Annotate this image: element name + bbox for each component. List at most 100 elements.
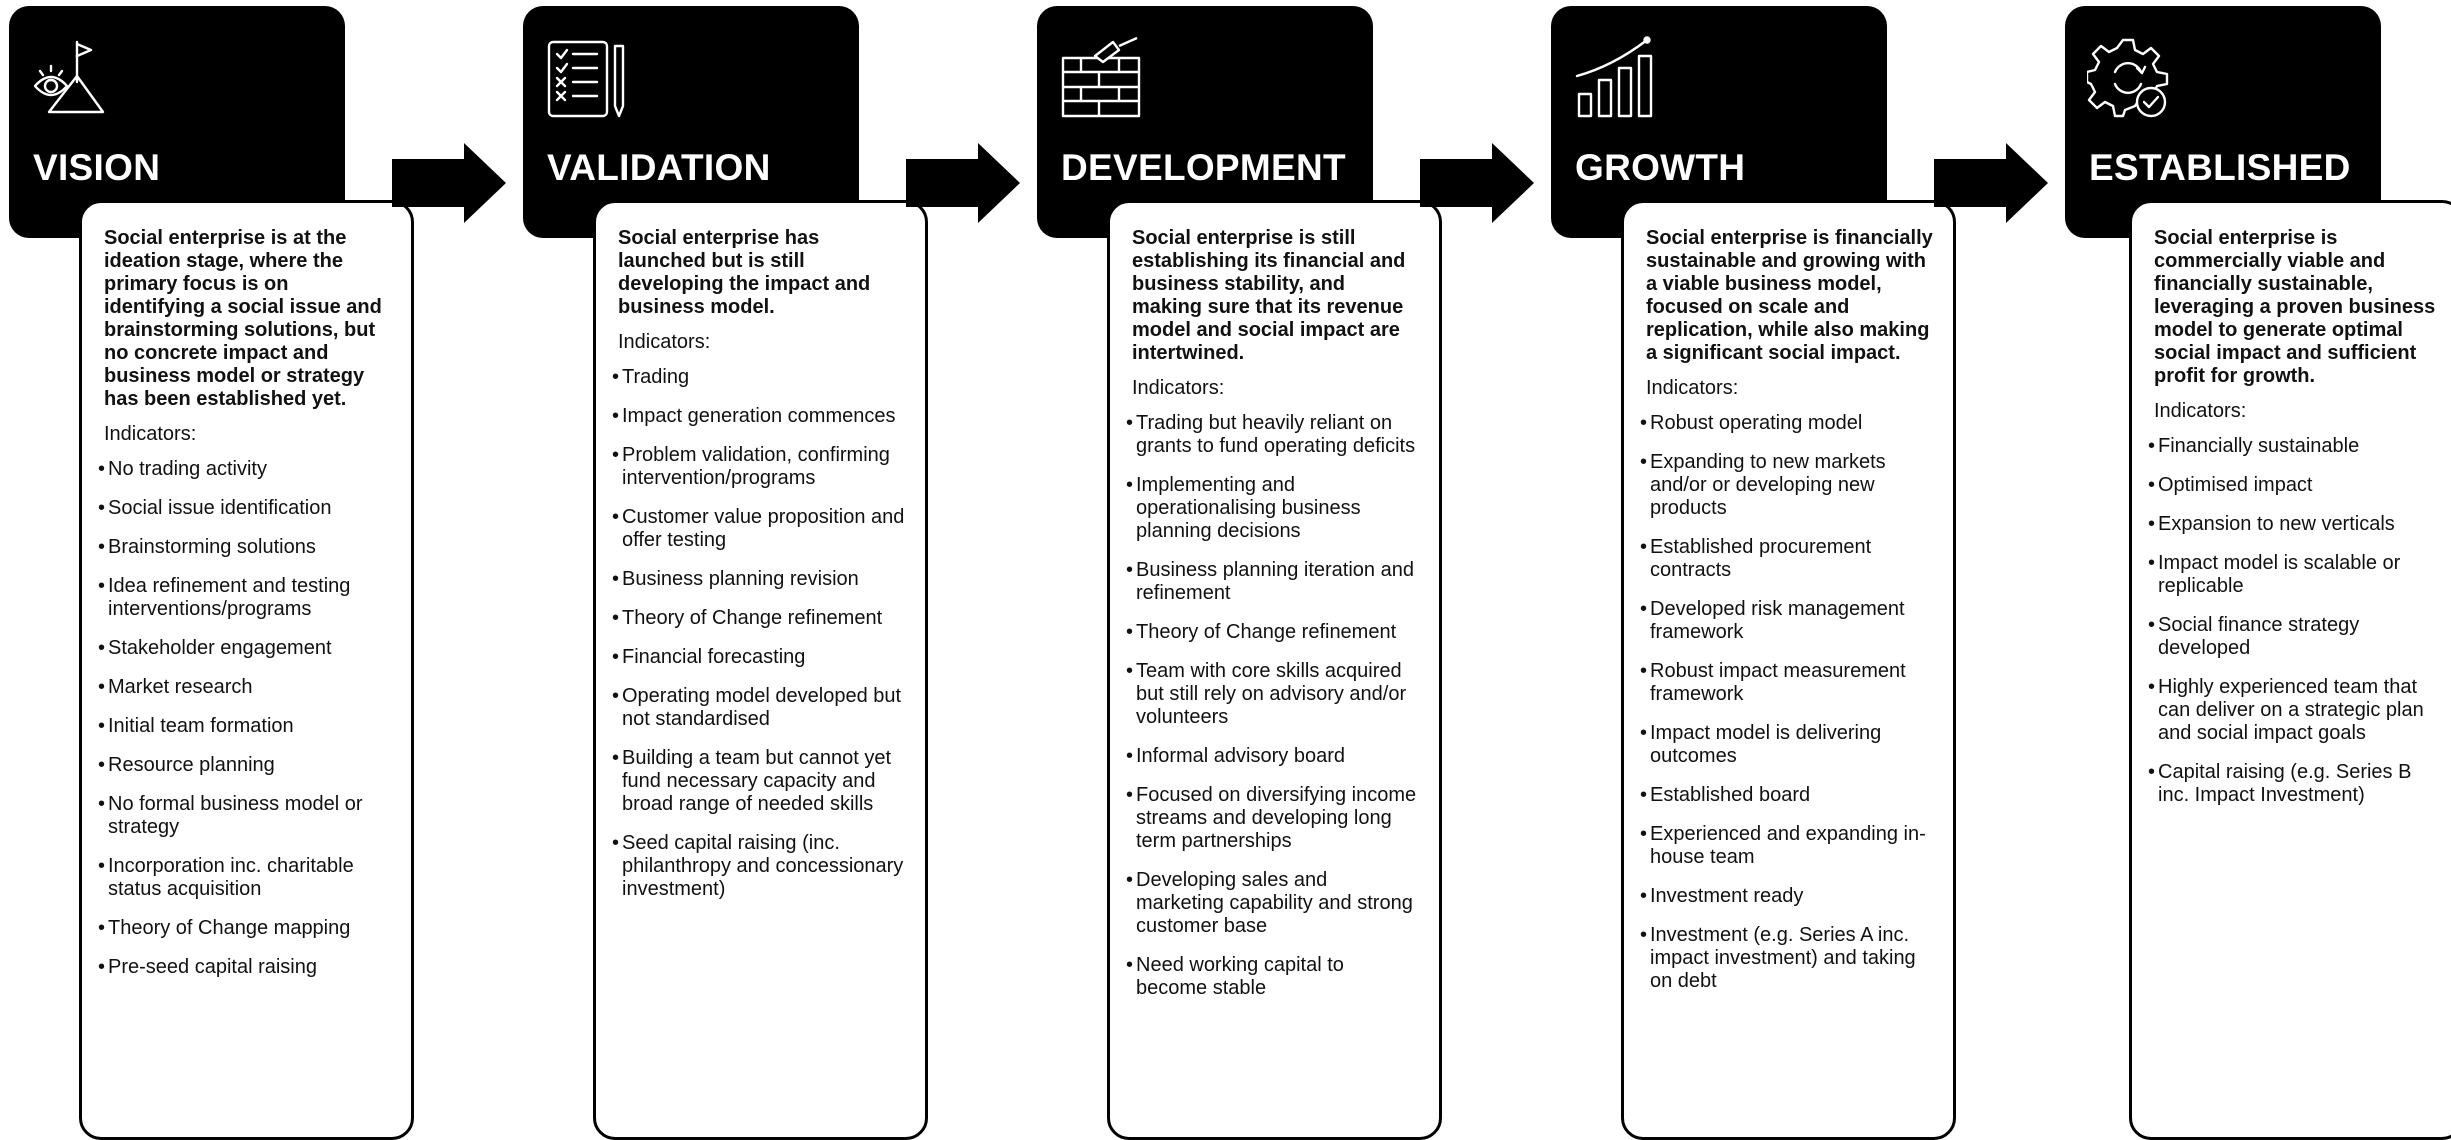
indicator-text: Established board: [1650, 784, 1811, 806]
stage-card: Social enterprise is at the ideation sta…: [79, 200, 414, 1140]
bullet-icon: •: [1640, 412, 1648, 434]
bullet-icon: •: [612, 568, 620, 590]
indicator-text: Resource planning: [108, 754, 275, 776]
indicator-item: •Problem validation, confirming interven…: [612, 444, 905, 490]
indicator-item: •Theory of Change refinement: [1126, 621, 1419, 644]
brick-wall-icon: [1061, 36, 1141, 118]
arrow-right-icon: [1934, 143, 2048, 223]
indicator-list: •Trading•Impact generation commences•Pro…: [612, 366, 905, 901]
indicators-label: Indicators:: [1646, 377, 1739, 399]
indicator-item: •Focused on diversifying income streams …: [1126, 784, 1419, 853]
indicator-text: Stakeholder engagement: [108, 637, 332, 659]
indicator-item: •Investment ready: [1640, 885, 1933, 908]
indicator-text: Focused on diversifying income streams a…: [1136, 784, 1417, 852]
indicator-text: Need working capital to become stable: [1136, 954, 1344, 999]
indicator-list: •Trading but heavily reliant on grants t…: [1126, 412, 1419, 1000]
indicator-text: Business planning revision: [622, 568, 859, 590]
bullet-icon: •: [612, 646, 620, 668]
stage-summary: Social enterprise is at the ideation sta…: [104, 227, 382, 410]
indicator-item: •Investment (e.g. Series A inc. impact i…: [1640, 924, 1933, 993]
stage-header: VALIDATION: [523, 6, 859, 238]
bullet-icon: •: [2148, 435, 2156, 457]
bullet-icon: •: [98, 458, 106, 480]
indicator-item: •Market research: [98, 676, 391, 699]
indicator-text: Robust operating model: [1650, 412, 1863, 434]
indicator-item: •Impact model is delivering outcomes: [1640, 722, 1933, 768]
indicator-item: •Impact model is scalable or replicable: [2148, 552, 2441, 598]
indicator-text: Business planning iteration and refineme…: [1136, 559, 1414, 604]
indicator-item: •No formal business model or strategy: [98, 793, 391, 839]
stage-summary: Social enterprise is commercially viable…: [2154, 227, 2436, 387]
indicator-text: Pre-seed capital raising: [108, 956, 317, 978]
bullet-icon: •: [1640, 722, 1648, 744]
indicator-item: •Financial forecasting: [612, 646, 905, 669]
indicator-item: •Established procurement contracts: [1640, 536, 1933, 582]
indicator-text: Informal advisory board: [1136, 745, 1345, 767]
stage-summary: Social enterprise has launched but is st…: [618, 227, 871, 318]
indicator-item: •Business planning revision: [612, 568, 905, 591]
gear-check-icon: [2087, 38, 2169, 118]
indicator-text: Theory of Change refinement: [1136, 621, 1397, 643]
indicator-item: •Social issue identification: [98, 497, 391, 520]
indicator-item: •Team with core skills acquired but stil…: [1126, 660, 1419, 729]
indicator-text: Experienced and expanding in-house team: [1650, 823, 1926, 868]
indicator-text: Developing sales and marketing capabilit…: [1136, 869, 1413, 937]
indicators-label: Indicators:: [1132, 377, 1225, 399]
bullet-icon: •: [612, 685, 620, 707]
growth-chart-icon: [1575, 36, 1653, 118]
indicators-label: Indicators:: [104, 423, 197, 445]
stage-title: GROWTH: [1575, 147, 1746, 188]
bullet-icon: •: [98, 575, 106, 597]
indicator-item: •Brainstorming solutions: [98, 536, 391, 559]
bullet-icon: •: [98, 917, 106, 939]
indicator-text: Initial team formation: [108, 715, 294, 737]
bullet-icon: •: [98, 793, 106, 815]
bullet-icon: •: [2148, 474, 2156, 496]
indicator-item: •Pre-seed capital raising: [98, 956, 391, 979]
bullet-icon: •: [612, 832, 620, 854]
indicator-text: No formal business model or strategy: [108, 793, 363, 838]
indicator-text: Theory of Change refinement: [622, 607, 883, 629]
arrow-right-icon: [906, 143, 1020, 223]
indicator-text: Highly experienced team that can deliver…: [2158, 676, 2424, 744]
indicator-item: •Impact generation commences: [612, 405, 905, 428]
indicators-label: Indicators:: [618, 331, 711, 353]
indicator-item: •Established board: [1640, 784, 1933, 807]
stage-title: VALIDATION: [547, 147, 771, 188]
bullet-icon: •: [98, 536, 106, 558]
stage-card: Social enterprise is financially sustain…: [1621, 200, 1956, 1140]
indicator-item: •Social finance strategy developed: [2148, 614, 2441, 660]
indicator-text: Operating model developed but not standa…: [622, 685, 902, 730]
bullet-icon: •: [2148, 676, 2156, 698]
checklist-icon: [547, 40, 625, 118]
indicator-text: Problem validation, confirming intervent…: [622, 444, 890, 489]
bullet-icon: •: [1126, 412, 1134, 434]
stage-summary: Social enterprise is still establishing …: [1132, 227, 1406, 364]
bullet-icon: •: [1640, 784, 1648, 806]
bullet-icon: •: [612, 506, 620, 528]
indicator-text: Social finance strategy developed: [2158, 614, 2360, 659]
indicator-text: Theory of Change mapping: [108, 917, 351, 939]
indicator-text: Capital raising (e.g. Series B inc. Impa…: [2158, 761, 2412, 806]
stage-card: Social enterprise is commercially viable…: [2129, 200, 2451, 1140]
bullet-icon: •: [98, 956, 106, 978]
indicator-item: •Robust impact measurement framework: [1640, 660, 1933, 706]
bullet-icon: •: [2148, 552, 2156, 574]
indicator-item: •Customer value proposition and offer te…: [612, 506, 905, 552]
bullet-icon: •: [98, 715, 106, 737]
indicator-text: Incorporation inc. charitable status acq…: [108, 855, 354, 900]
indicator-text: Brainstorming solutions: [108, 536, 316, 558]
bullet-icon: •: [612, 405, 620, 427]
indicator-item: •Theory of Change refinement: [612, 607, 905, 630]
indicator-text: Robust impact measurement framework: [1650, 660, 1906, 705]
stage-header: GROWTH: [1551, 6, 1887, 238]
bullet-icon: •: [612, 366, 620, 388]
stage-title: VISION: [33, 147, 161, 188]
arrow-right-icon: [1420, 143, 1534, 223]
indicator-item: •Implementing and operationalising busin…: [1126, 474, 1419, 543]
indicator-item: •Incorporation inc. charitable status ac…: [98, 855, 391, 901]
indicator-text: Team with core skills acquired but still…: [1136, 660, 1407, 728]
indicator-text: Idea refinement and testing intervention…: [108, 575, 351, 620]
bullet-icon: •: [1640, 823, 1648, 845]
indicators-label: Indicators:: [2154, 400, 2247, 422]
